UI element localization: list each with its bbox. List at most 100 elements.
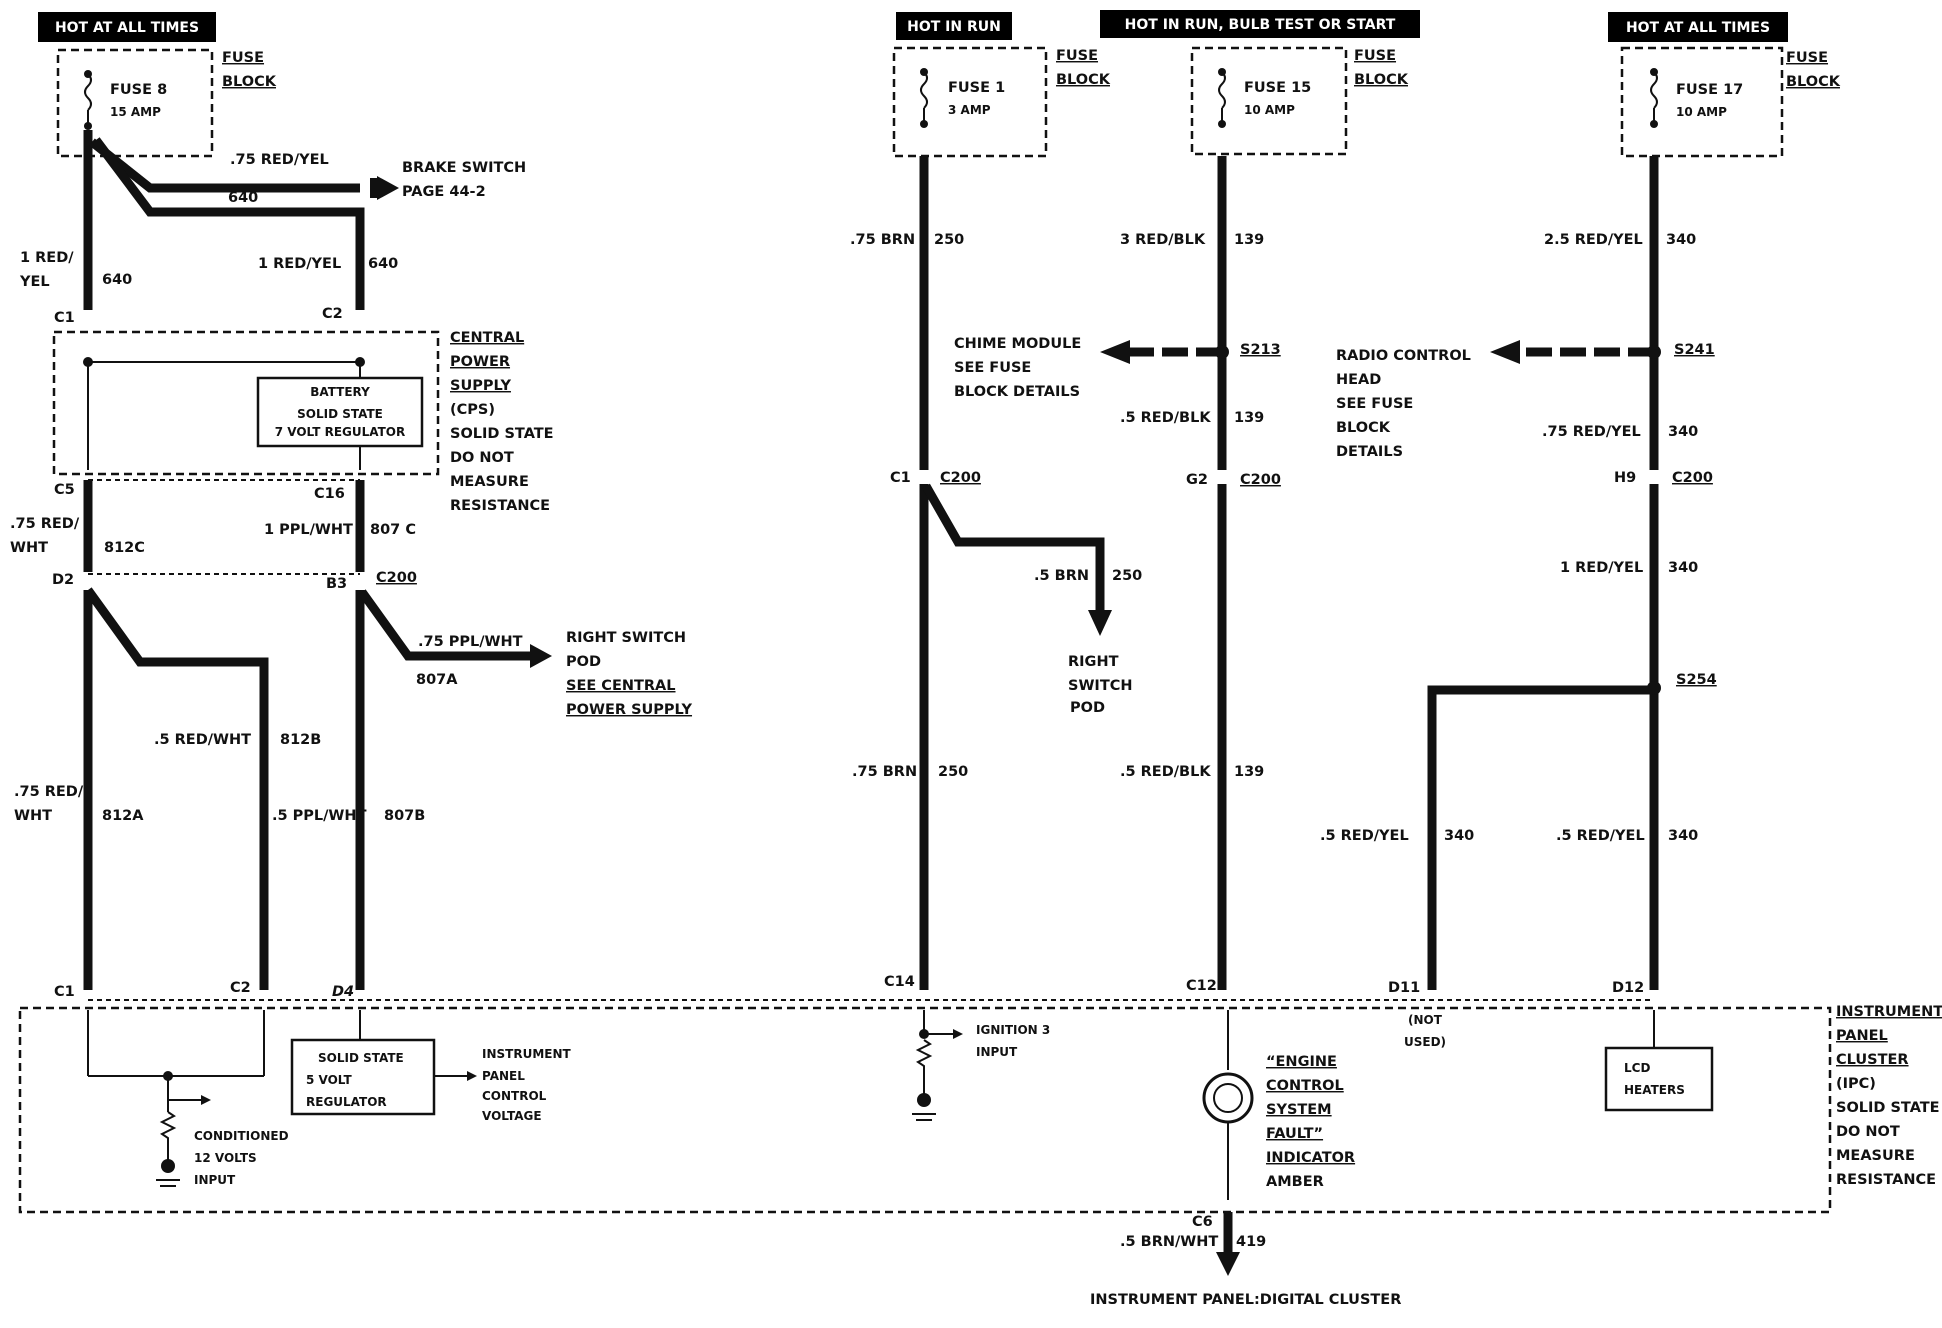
svg-text:CENTRAL: CENTRAL bbox=[450, 330, 524, 346]
svg-text:BLOCK: BLOCK bbox=[1354, 72, 1409, 88]
svg-text:FUSE: FUSE bbox=[1354, 48, 1396, 64]
right-pod-arrow-a bbox=[530, 644, 552, 668]
svg-text:2.5 RED/YEL: 2.5 RED/YEL bbox=[1544, 232, 1643, 248]
svg-text:INPUT: INPUT bbox=[976, 1045, 1018, 1059]
svg-text:1 RED/YEL: 1 RED/YEL bbox=[1560, 560, 1643, 576]
svg-text:1 RED/: 1 RED/ bbox=[20, 250, 74, 266]
svg-text:RESISTANCE: RESISTANCE bbox=[1836, 1172, 1936, 1188]
svg-text:(IPC): (IPC) bbox=[1836, 1076, 1876, 1092]
svg-text:RIGHT SWITCH: RIGHT SWITCH bbox=[566, 630, 686, 646]
svg-text:640: 640 bbox=[228, 190, 258, 206]
svg-text:INSTRUMENT: INSTRUMENT bbox=[482, 1047, 572, 1061]
svg-text:139: 139 bbox=[1234, 410, 1264, 426]
svg-text:C200: C200 bbox=[1672, 470, 1713, 486]
svg-text:FUSE: FUSE bbox=[1786, 50, 1828, 66]
svg-text:POD: POD bbox=[1070, 700, 1105, 716]
svg-text:C200: C200 bbox=[376, 570, 417, 586]
svg-text:250: 250 bbox=[1112, 568, 1142, 584]
svg-text:FAULT”: FAULT” bbox=[1266, 1126, 1323, 1142]
svg-text:C200: C200 bbox=[1240, 472, 1281, 488]
svg-text:CLUSTER: CLUSTER bbox=[1836, 1052, 1909, 1068]
svg-text:HOT IN RUN, BULB TEST OR START: HOT IN RUN, BULB TEST OR START bbox=[1125, 17, 1396, 33]
svg-text:HOT AT ALL TIMES: HOT AT ALL TIMES bbox=[1626, 20, 1770, 36]
wires-fuse8 bbox=[83, 130, 530, 990]
svg-text:HEATERS: HEATERS bbox=[1624, 1083, 1685, 1097]
svg-text:340: 340 bbox=[1668, 560, 1698, 576]
svg-text:.5 PPL/WHT: .5 PPL/WHT bbox=[272, 808, 367, 824]
svg-text:10 AMP: 10 AMP bbox=[1244, 103, 1295, 117]
svg-text:C1: C1 bbox=[54, 310, 75, 326]
svg-text:DETAILS: DETAILS bbox=[1336, 444, 1403, 460]
svg-text:SEE FUSE: SEE FUSE bbox=[954, 360, 1031, 376]
svg-text:CONTROL: CONTROL bbox=[1266, 1078, 1344, 1094]
svg-text:SOLID STATE: SOLID STATE bbox=[297, 407, 383, 421]
header-fuse8: HOT AT ALL TIMES bbox=[38, 12, 216, 42]
svg-text:BLOCK: BLOCK bbox=[1336, 420, 1391, 436]
svg-text:SWITCH: SWITCH bbox=[1068, 678, 1133, 694]
svg-text:“ENGINE: “ENGINE bbox=[1266, 1054, 1337, 1070]
wires-fuse17: 2.5 RED/YEL 340 S241 RADIO CONTROL HEAD … bbox=[1320, 156, 1717, 996]
svg-text:SEE CENTRAL: SEE CENTRAL bbox=[566, 678, 676, 694]
wires-fuse15: 3 RED/BLK 139 S213 CHIME MODULE SEE FUSE… bbox=[954, 156, 1281, 994]
svg-text:139: 139 bbox=[1234, 764, 1264, 780]
svg-text:BLOCK: BLOCK bbox=[222, 74, 277, 90]
svg-text:HOT IN RUN: HOT IN RUN bbox=[907, 19, 1001, 35]
svg-text:IGNITION 3: IGNITION 3 bbox=[976, 1023, 1050, 1037]
svg-text:SOLID STATE: SOLID STATE bbox=[450, 426, 554, 442]
bottom-output: C6 .5 BRN/WHT 419 INSTRUMENT PANEL:DIGIT… bbox=[1090, 1212, 1401, 1308]
svg-text:B3: B3 bbox=[326, 576, 347, 592]
svg-text:FUSE 15: FUSE 15 bbox=[1244, 80, 1311, 96]
svg-text:VOLTAGE: VOLTAGE bbox=[482, 1109, 542, 1123]
svg-text:SOLID STATE: SOLID STATE bbox=[1836, 1100, 1940, 1116]
svg-text:MEASURE: MEASURE bbox=[1836, 1148, 1915, 1164]
svg-text:C1: C1 bbox=[54, 984, 75, 1000]
svg-text:CONDITIONED: CONDITIONED bbox=[194, 1129, 289, 1143]
svg-text:DO NOT: DO NOT bbox=[1836, 1124, 1900, 1140]
svg-text:WHT: WHT bbox=[14, 808, 52, 824]
svg-text:INPUT: INPUT bbox=[194, 1173, 236, 1187]
svg-text:1 RED/YEL: 1 RED/YEL bbox=[258, 256, 341, 272]
svg-text:FUSE 8: FUSE 8 bbox=[110, 82, 167, 98]
svg-text:.5 BRN: .5 BRN bbox=[1034, 568, 1089, 584]
header-fuse1: HOT IN RUN bbox=[896, 12, 1012, 40]
svg-text:PANEL: PANEL bbox=[1836, 1028, 1888, 1044]
svg-text:MEASURE: MEASURE bbox=[450, 474, 529, 490]
svg-text:PANEL: PANEL bbox=[482, 1069, 525, 1083]
svg-text:C5: C5 bbox=[54, 482, 75, 498]
svg-text:.5 RED/BLK: .5 RED/BLK bbox=[1120, 764, 1211, 780]
svg-text:BLOCK: BLOCK bbox=[1056, 72, 1111, 88]
svg-text:139: 139 bbox=[1234, 232, 1264, 248]
svg-text:PAGE 44-2: PAGE 44-2 bbox=[402, 184, 486, 200]
instrument-panel-cluster: CONDITIONED 12 VOLTS INPUT SOLID STATE 5… bbox=[18, 999, 1942, 1214]
svg-text:D12: D12 bbox=[1612, 980, 1644, 996]
svg-text:D11: D11 bbox=[1388, 980, 1420, 996]
svg-text:POWER: POWER bbox=[450, 354, 510, 370]
svg-text:807B: 807B bbox=[384, 808, 425, 824]
svg-text:POD: POD bbox=[566, 654, 601, 670]
svg-text:LCD: LCD bbox=[1624, 1061, 1650, 1075]
svg-text:.75 BRN: .75 BRN bbox=[852, 764, 917, 780]
svg-text:CONTROL: CONTROL bbox=[482, 1089, 547, 1103]
svg-text:D4: D4 bbox=[332, 984, 354, 1000]
svg-text:340: 340 bbox=[1668, 424, 1698, 440]
fuse-block-15: FUSE 15 10 AMP FUSE BLOCK bbox=[1190, 46, 1409, 156]
svg-text:.5 RED/YEL: .5 RED/YEL bbox=[1556, 828, 1645, 844]
svg-text:(CPS): (CPS) bbox=[450, 402, 495, 418]
svg-text:.75 BRN: .75 BRN bbox=[850, 232, 915, 248]
svg-text:340: 340 bbox=[1666, 232, 1696, 248]
svg-text:BRAKE SWITCH: BRAKE SWITCH bbox=[402, 160, 526, 176]
brake-arrow bbox=[377, 176, 399, 200]
svg-text:640: 640 bbox=[368, 256, 398, 272]
fuse-block-8: FUSE 8 15 AMP FUSE BLOCK bbox=[56, 48, 277, 158]
svg-text:C12: C12 bbox=[1186, 978, 1217, 994]
svg-text:FUSE 1: FUSE 1 bbox=[948, 80, 1005, 96]
svg-text:5 VOLT: 5 VOLT bbox=[306, 1073, 352, 1087]
left-labels: .75 RED/YEL 640 BRAKE SWITCH PAGE 44-2 1… bbox=[10, 152, 693, 1000]
svg-text:POWER SUPPLY: POWER SUPPLY bbox=[566, 702, 693, 718]
svg-text:250: 250 bbox=[934, 232, 964, 248]
svg-text:15 AMP: 15 AMP bbox=[110, 105, 161, 119]
svg-text:C1: C1 bbox=[890, 470, 911, 486]
svg-text:DO NOT: DO NOT bbox=[450, 450, 514, 466]
central-power-supply: BATTERY SOLID STATE 7 VOLT REGULATOR CEN… bbox=[52, 330, 554, 575]
svg-text:3 RED/BLK: 3 RED/BLK bbox=[1120, 232, 1206, 248]
